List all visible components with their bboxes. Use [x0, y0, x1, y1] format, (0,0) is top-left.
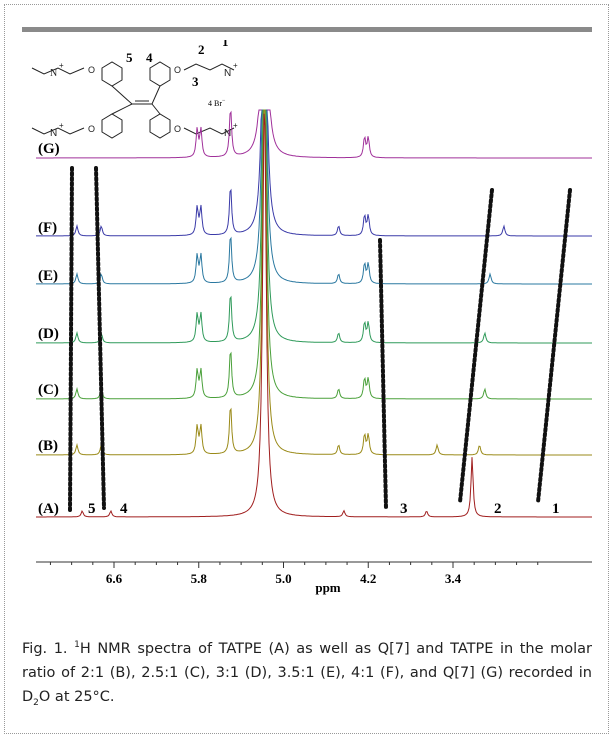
peak-label: 5 [88, 501, 96, 517]
spectra-traces [36, 109, 592, 518]
spectrum-trace-C [36, 109, 592, 400]
svg-text:O: O [88, 124, 95, 134]
peak-labels-A: 5 4 3 2 1 [88, 501, 560, 517]
svg-text:N: N [224, 68, 231, 79]
spectrum-trace-B [36, 109, 592, 456]
counterion-label: 4 Br− [208, 98, 226, 108]
x-tick-label: 5.0 [275, 571, 291, 586]
nplus-label: N [50, 68, 57, 79]
x-tick-label: 6.6 [106, 571, 123, 586]
svg-text:+: + [233, 61, 238, 70]
spectrum-trace-G [36, 109, 592, 159]
x-tick-label: 3.4 [445, 571, 462, 586]
figure-frame [4, 4, 609, 734]
spectrum-trace-F [36, 109, 592, 237]
figure-caption: Fig. 1. 1H NMR spectra of TATPE (A) as w… [22, 640, 592, 708]
spectrum-trace-A [36, 113, 592, 518]
peak-label: 2 [494, 501, 502, 517]
chemical-structure: N + O O N + O O N + N + [31, 61, 238, 139]
x-tick-label: 5.8 [191, 571, 208, 586]
peak-label: 3 [400, 501, 408, 517]
trace-label-E: (E) [38, 268, 58, 284]
svg-text:+: + [233, 121, 238, 130]
trace-label-D: (D) [38, 326, 59, 342]
svg-text:+: + [59, 121, 64, 130]
x-tick-label: 4.2 [360, 571, 376, 586]
trace-label-A: (A) [38, 501, 59, 517]
svg-text:N: N [50, 128, 57, 139]
structure-number-3: 3 [192, 74, 199, 89]
svg-text:O: O [174, 124, 181, 134]
correlation-dotted-line [68, 166, 74, 512]
trace-label-C: (C) [38, 382, 59, 398]
spectrum-trace-E [36, 109, 592, 285]
spectrum-trace-D [36, 109, 592, 344]
x-axis-ticks: 6.6 5.8 5.0 4.2 3.4 [49, 562, 539, 586]
structure-number-2: 2 [198, 42, 205, 57]
peak-label: 1 [552, 501, 560, 517]
svg-text:O: O [88, 65, 95, 75]
trace-label-G: (G) [38, 141, 60, 157]
svg-text:+: + [59, 61, 64, 70]
peak-label: 4 [120, 501, 128, 517]
correlation-dotted-line [94, 166, 106, 510]
correlation-dotted-line [458, 188, 494, 504]
trace-label-B: (B) [38, 438, 58, 454]
trace-labels: (G) (F) (E) (D) (C) (B) (A) [38, 141, 60, 517]
correlation-dotted-line [378, 238, 388, 510]
correlation-dotted-lines [68, 166, 572, 512]
structure-number-1: 1 [222, 40, 229, 49]
trace-label-F: (F) [38, 220, 57, 236]
svg-text:O: O [174, 65, 181, 75]
svg-text:N: N [224, 128, 231, 139]
nmr-spectra-figure: N + O O N + O O N + N + 5 4 2 3 1 4 Br− … [31, 40, 592, 595]
structure-number-4: 4 [146, 50, 153, 65]
x-axis-label: ppm [315, 580, 340, 595]
top-rule [22, 27, 592, 32]
correlation-dotted-line [536, 188, 572, 504]
structure-number-5: 5 [126, 50, 133, 65]
